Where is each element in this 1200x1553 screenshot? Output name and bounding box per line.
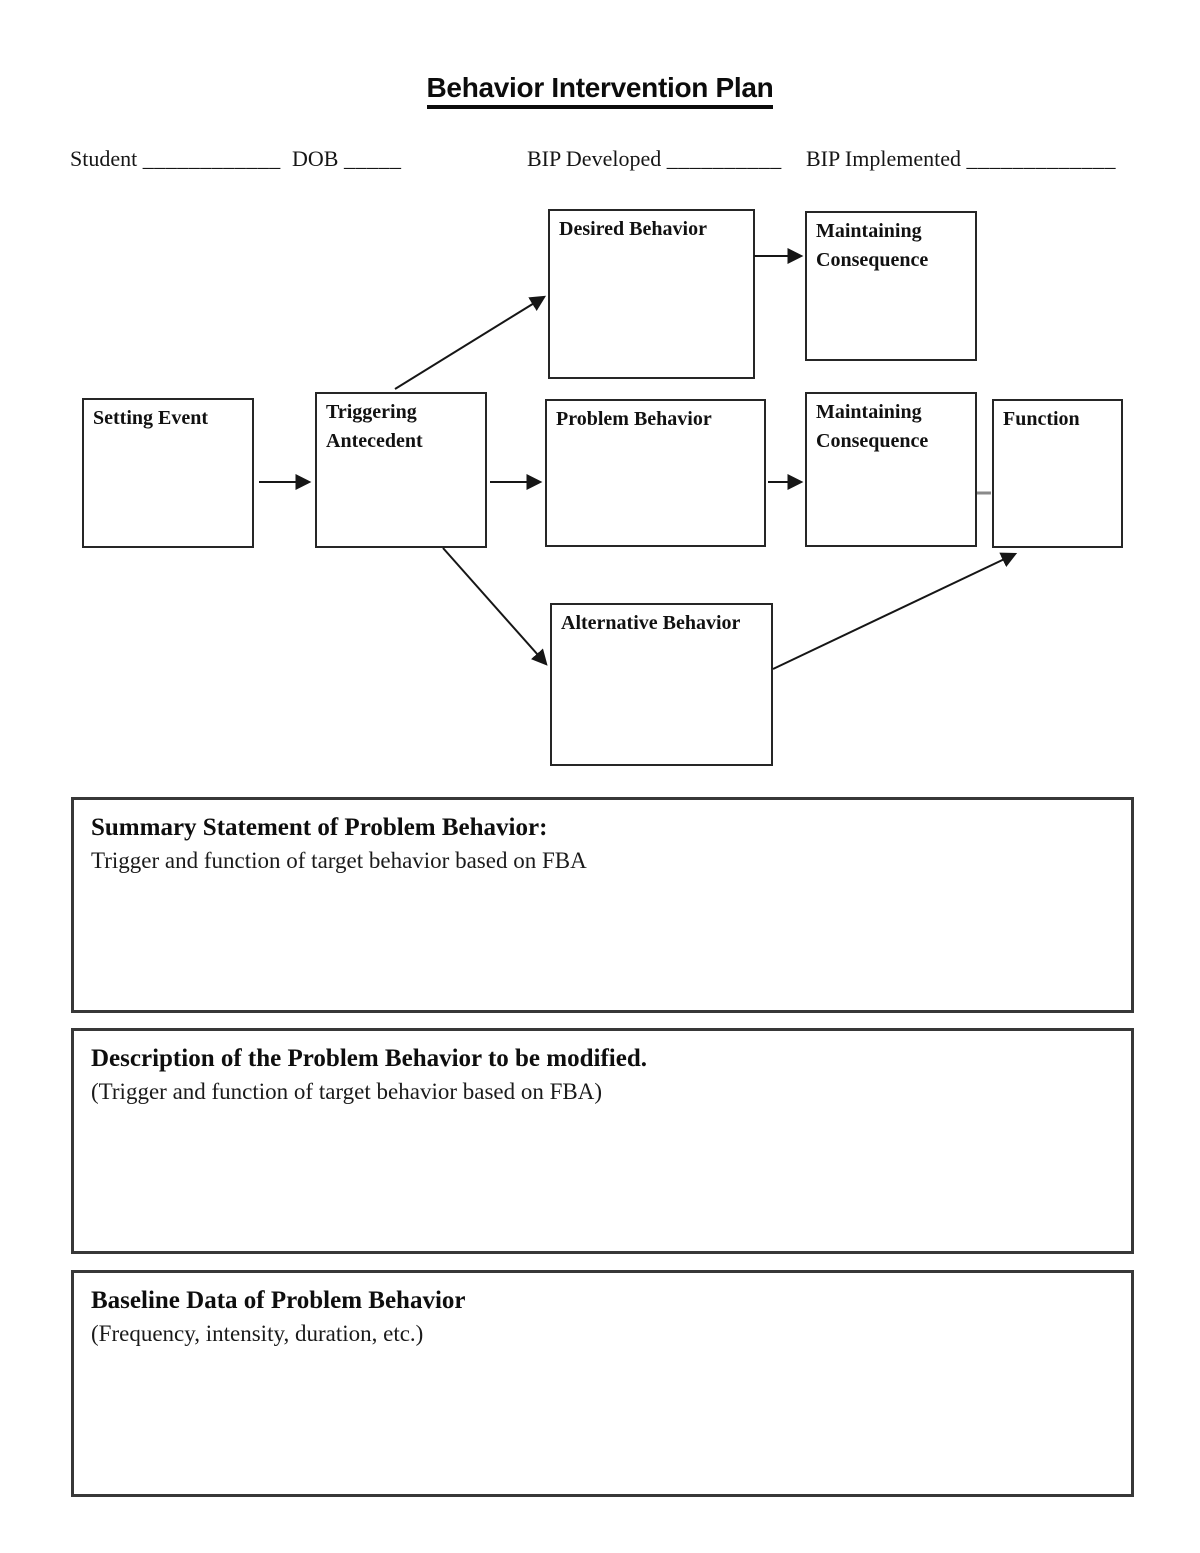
- arrow-triggering-antecedent-to-desired-behavior: [394, 295, 547, 390]
- page-title-text: Behavior Intervention Plan: [426, 72, 774, 109]
- section-heading: Baseline Data of Problem Behavior: [91, 1287, 466, 1314]
- diagram-box-label: Setting Event: [93, 407, 208, 429]
- section-heading: Description of the Problem Behavior to b…: [91, 1045, 647, 1072]
- section-subtext: (Trigger and function of target behavior…: [91, 1078, 603, 1104]
- diagram-box-triggering-antecedent: Triggering Antecedent: [315, 392, 487, 548]
- dob-blank: _____: [343, 146, 402, 171]
- diagram-box-function: Function: [992, 399, 1123, 548]
- bip-implemented-blank: _____________: [966, 146, 1116, 171]
- diagram-box-alternative-behavior: Alternative Behavior: [550, 603, 773, 766]
- student-blank: ____________: [142, 146, 281, 171]
- diagram-box-desired-behavior: Desired Behavior: [548, 209, 755, 379]
- diagram-box-maintaining-consequence-mid: Maintaining Consequence: [805, 392, 977, 547]
- section-subtext: (Frequency, intensity, duration, etc.): [91, 1320, 424, 1346]
- diagram-box-label: Desired Behavior: [559, 218, 707, 240]
- dob-field: DOB _____: [292, 146, 401, 172]
- arrow-alternative-behavior-to-function: [772, 552, 1018, 670]
- section-summary-statement: Summary Statement of Problem Behavior: T…: [71, 797, 1134, 1013]
- diagram-box-problem-behavior: Problem Behavior: [545, 399, 766, 547]
- student-label: Student: [70, 146, 138, 171]
- diagram-box-maintaining-consequence-top: Maintaining Consequence: [805, 211, 977, 361]
- section-heading: Summary Statement of Problem Behavior:: [91, 814, 548, 841]
- bip-implemented-label: BIP Implemented: [806, 146, 961, 171]
- bip-developed-field: BIP Developed __________: [527, 146, 782, 172]
- bip-developed-label: BIP Developed: [527, 146, 662, 171]
- dob-label: DOB: [292, 146, 339, 171]
- diagram-box-setting-event: Setting Event: [82, 398, 254, 548]
- section-baseline-data: Baseline Data of Problem Behavior (Frequ…: [71, 1270, 1134, 1497]
- section-subtext: Trigger and function of target behavior …: [91, 847, 587, 873]
- diagram-box-label: Alternative Behavior: [561, 612, 741, 634]
- diagram-box-label: Maintaining Consequence: [816, 401, 929, 452]
- page-title: Behavior Intervention Plan: [0, 72, 1200, 109]
- diagram-box-label: Maintaining Consequence: [816, 220, 929, 271]
- diagram-box-label: Function: [1003, 408, 1080, 430]
- diagram-box-label: Problem Behavior: [556, 408, 712, 430]
- student-info-line: Student ____________ DOB _____ BIP Devel…: [0, 146, 1200, 178]
- arrow-triggering-antecedent-to-alternative-behavior: [442, 547, 548, 666]
- student-field: Student ____________: [70, 146, 281, 172]
- section-problem-behavior-description: Description of the Problem Behavior to b…: [71, 1028, 1134, 1254]
- diagram-box-label: Triggering Antecedent: [326, 401, 423, 452]
- bip-developed-blank: __________: [666, 146, 782, 171]
- bip-implemented-field: BIP Implemented _____________: [806, 146, 1116, 172]
